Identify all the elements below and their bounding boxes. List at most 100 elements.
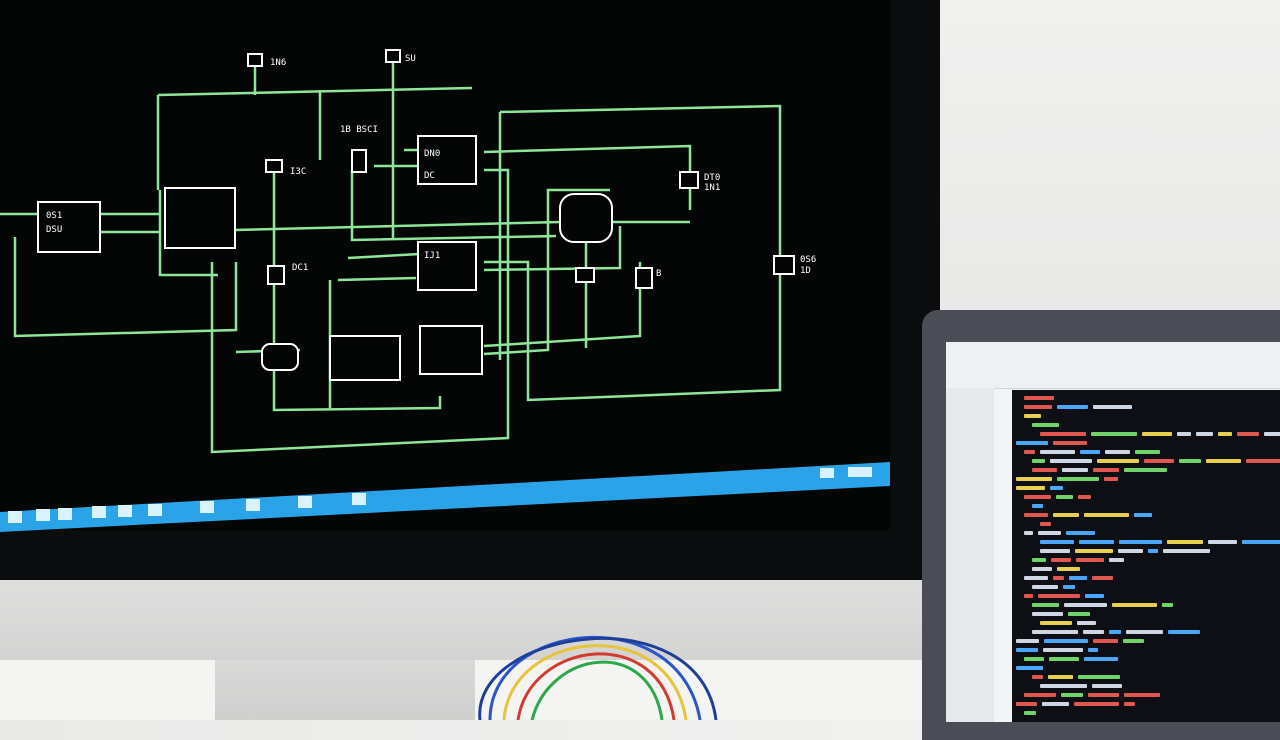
code-token <box>1148 549 1158 553</box>
code-token <box>1162 603 1173 607</box>
code-token <box>1109 558 1124 562</box>
code-token <box>1264 432 1280 436</box>
code-token <box>1088 693 1119 697</box>
code-token <box>1038 594 1080 598</box>
code-token <box>1024 594 1033 598</box>
code-token <box>1144 459 1174 463</box>
code-token <box>1040 549 1070 553</box>
code-token <box>1024 450 1035 454</box>
code-token <box>1123 639 1144 643</box>
component-block[interactable] <box>37 201 101 253</box>
monitor-stand <box>215 655 475 720</box>
code-token <box>1049 657 1079 661</box>
code-token <box>1053 441 1087 445</box>
colored-cables <box>478 635 718 720</box>
code-token <box>1177 432 1191 436</box>
code-token <box>1032 558 1046 562</box>
code-token <box>1032 459 1045 463</box>
component-block[interactable] <box>419 325 483 375</box>
code-token <box>1024 711 1036 715</box>
code-token <box>1135 450 1160 454</box>
code-token <box>1016 486 1045 490</box>
code-token <box>1124 702 1135 706</box>
code-token <box>1024 414 1041 418</box>
background-wall <box>940 0 1280 330</box>
code-token <box>1074 702 1119 706</box>
code-token <box>1040 540 1074 544</box>
code-token <box>1057 477 1099 481</box>
editor-toolbar[interactable] <box>946 342 1280 389</box>
code-token <box>1016 648 1038 652</box>
code-token <box>1084 657 1118 661</box>
code-token <box>1061 693 1083 697</box>
component-block[interactable] <box>417 241 477 291</box>
component-block[interactable] <box>417 135 477 185</box>
code-token <box>1024 513 1048 517</box>
editor-file-tree[interactable] <box>946 388 994 722</box>
code-token <box>1076 558 1104 562</box>
code-token <box>1038 531 1061 535</box>
schematic-label: B <box>656 269 661 279</box>
code-token <box>1051 558 1071 562</box>
code-token <box>1077 621 1096 625</box>
code-token <box>1119 540 1162 544</box>
schematic-label: 0S6 <box>800 255 816 265</box>
schematic-label: DC1 <box>292 263 308 273</box>
code-token <box>1062 468 1088 472</box>
code-token <box>1083 630 1104 634</box>
code-token <box>1069 576 1087 580</box>
code-token <box>1032 612 1063 616</box>
code-token <box>1040 450 1075 454</box>
code-token <box>1105 450 1130 454</box>
code-token <box>1042 702 1069 706</box>
code-token <box>1093 639 1118 643</box>
code-token <box>1104 477 1118 481</box>
code-token <box>1016 639 1039 643</box>
code-token <box>1044 639 1088 643</box>
code-token <box>1079 540 1114 544</box>
code-editor[interactable] <box>1012 390 1280 722</box>
code-token <box>1053 513 1079 517</box>
code-token <box>1093 405 1132 409</box>
code-token <box>1196 432 1213 436</box>
code-token <box>1048 675 1073 679</box>
code-token <box>1040 432 1086 436</box>
component-block[interactable] <box>164 187 236 249</box>
code-token <box>1024 495 1051 499</box>
code-token <box>1163 549 1210 553</box>
code-token <box>1032 603 1059 607</box>
code-token <box>1056 495 1073 499</box>
taskbar[interactable] <box>0 462 890 532</box>
schematic-label: I3C <box>290 167 306 177</box>
schematic-label: 1N1 <box>704 183 720 193</box>
circuit-schematic: 1N6 SU 1B BSCI DN0 DC DT0 1N1 0S1 DSU IJ… <box>0 49 890 532</box>
code-token <box>1092 684 1122 688</box>
code-token <box>1024 657 1044 661</box>
code-token <box>1168 630 1200 634</box>
code-token <box>1134 513 1152 517</box>
schematic-labels: 1N6 SU 1B BSCI DN0 DC DT0 1N1 0S1 DSU IJ… <box>46 54 816 279</box>
code-token <box>1068 612 1090 616</box>
code-token <box>1097 459 1139 463</box>
code-token <box>1064 603 1107 607</box>
code-token <box>1040 621 1072 625</box>
code-token <box>1016 477 1052 481</box>
code-token <box>1167 540 1203 544</box>
code-token <box>1206 459 1241 463</box>
code-token <box>1057 567 1080 571</box>
code-token <box>1016 702 1037 706</box>
schematic-label: IJ1 <box>424 251 440 261</box>
code-token <box>1016 666 1043 670</box>
code-token <box>1040 684 1087 688</box>
monitor-screen: 1N6 SU 1B BSCI DN0 DC DT0 1N1 0S1 DSU IJ… <box>0 49 890 532</box>
code-token <box>1091 432 1137 436</box>
code-token <box>1040 522 1051 526</box>
code-token <box>1024 396 1054 400</box>
code-token <box>1093 468 1119 472</box>
code-token <box>1024 531 1033 535</box>
code-token <box>1024 405 1052 409</box>
code-token <box>1246 459 1280 463</box>
schematic-label: 1N6 <box>270 58 286 68</box>
code-token <box>1142 432 1172 436</box>
component-block[interactable] <box>559 193 613 243</box>
